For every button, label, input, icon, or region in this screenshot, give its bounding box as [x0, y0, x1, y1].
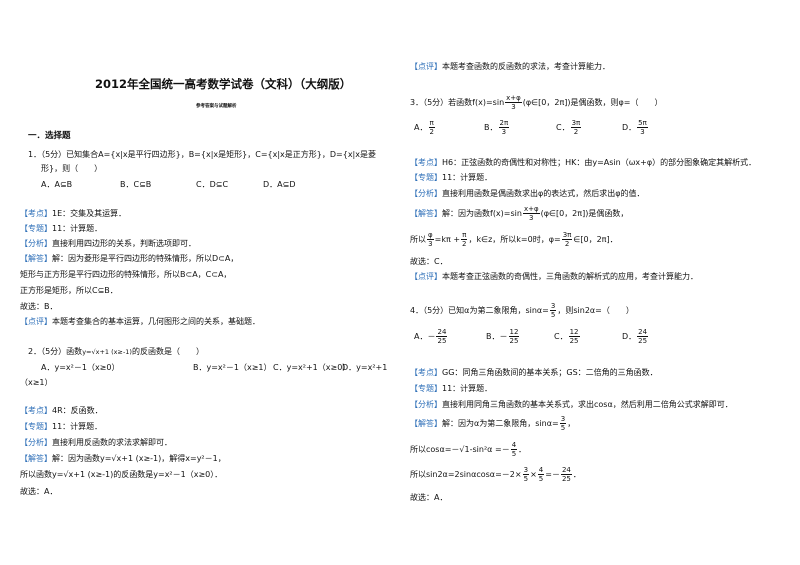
q2-stem: 2．（5分）函数y=√x+1 (x≥-1)的反函数是（ ） — [28, 347, 204, 356]
q1-stem-line1: 1．（5分）已知集合A={x|x是平行四边形}，B={x|x是矩形}，C={x|… — [28, 150, 376, 159]
q3-zhuanti: 【专题】11：计算题． — [410, 173, 493, 182]
q2-option-b: B．y=x²－1（x≥1） — [193, 363, 272, 372]
q4-kaodian: 【考点】GG：同角三角函数间的基本关系；GS：二倍角的三角函数． — [410, 368, 658, 377]
q2-kaodian: 【考点】4R：反函数． — [20, 406, 103, 415]
q1-fenxi: 【分析】直接利用四边形的关系，判断选项即可． — [20, 239, 196, 248]
section-heading: 一．选择题 — [28, 131, 71, 141]
q1-answer: 故选：B． — [20, 302, 58, 311]
q2-jieda: 【解答】解：因为函数y=√x+1 (x≥-1)，解得x=y²－1， — [20, 454, 226, 463]
q1-zhuanti: 【专题】11：计算题． — [20, 224, 103, 233]
q1-jieda: 【解答】解：因为菱形是平行四边形的特殊情形，所以D⊂A， — [20, 254, 239, 263]
q3-fenxi: 【分析】直接利用函数是偶函数求出φ的表达式，然后求出φ的值． — [410, 189, 645, 198]
q4-answer: 故选：A． — [410, 493, 448, 502]
q4-zhuanti: 【专题】11：计算题． — [410, 384, 493, 393]
page-title: 2012年全国统一高考数学试卷（文科）（大纲版） — [95, 77, 352, 91]
q2-option-c: C．y=x²+1（x≥0） — [273, 363, 351, 372]
page-subtitle: 参考答案与试题解析 — [196, 104, 237, 109]
q4-fenxi: 【分析】直接利用同角三角函数的基本关系式，求出cosα，然后利用二倍角公式求解即… — [410, 400, 733, 409]
q1-jieda-line2: 矩形与正方形是平行四边形的特殊情形，所以B⊂A，C⊂A， — [20, 270, 232, 279]
q3-dianping: 【点评】本题考查正弦函数的奇偶性，三角函数的解析式的应用，考查计算能力． — [410, 272, 698, 281]
q1-option-a: A．A⊆B — [41, 180, 73, 189]
q1-jieda-line3: 正方形是矩形，所以C⊆B． — [20, 286, 118, 295]
q2-option-a: A．y=x²－1（x≥0） — [41, 363, 120, 372]
q2-fenxi: 【分析】直接利用反函数的求法求解即可． — [20, 438, 172, 447]
q2-zhuanti: 【专题】11：计算题． — [20, 422, 103, 431]
q3-kaodian: 【考点】H6：正弦函数的奇偶性和对称性；HK：由y=Asin（ωx+φ）的部分图… — [410, 158, 757, 167]
right-column: 【点评】本题考查函数的反函数的求法，考查计算能力． 3．（5分）若函数f(x)=… — [400, 0, 800, 565]
q2-answer: 故选：A． — [20, 487, 58, 496]
q1-stem-line2: 形}，则（ ） — [41, 164, 103, 173]
q1-kaodian: 【考点】1E：交集及其运算． — [20, 209, 127, 218]
q1-dianping: 【点评】本题考查集合的基本运算，几何图形之间的关系，基础题． — [20, 317, 260, 326]
q1-option-d: D．A⊆D — [263, 180, 296, 189]
q1-option-b: B．C⊆B — [120, 180, 152, 189]
q2-dianping: 【点评】本题考查函数的反函数的求法，考查计算能力． — [410, 62, 610, 71]
q2-option-d-cont: （x≥1） — [20, 378, 53, 387]
q2-option-d: D．y=x²+1 — [342, 363, 388, 372]
left-column: 2012年全国统一高考数学试卷（文科）（大纲版） 参考答案与试题解析 一．选择题… — [20, 77, 388, 496]
q2-jieda-line2: 所以函数y=√x+1 (x≥-1)的反函数是y=x²－1（x≥0）． — [20, 470, 223, 479]
q3-answer: 故选：C． — [410, 257, 448, 266]
q1-option-c: C．D⊆C — [196, 180, 229, 189]
